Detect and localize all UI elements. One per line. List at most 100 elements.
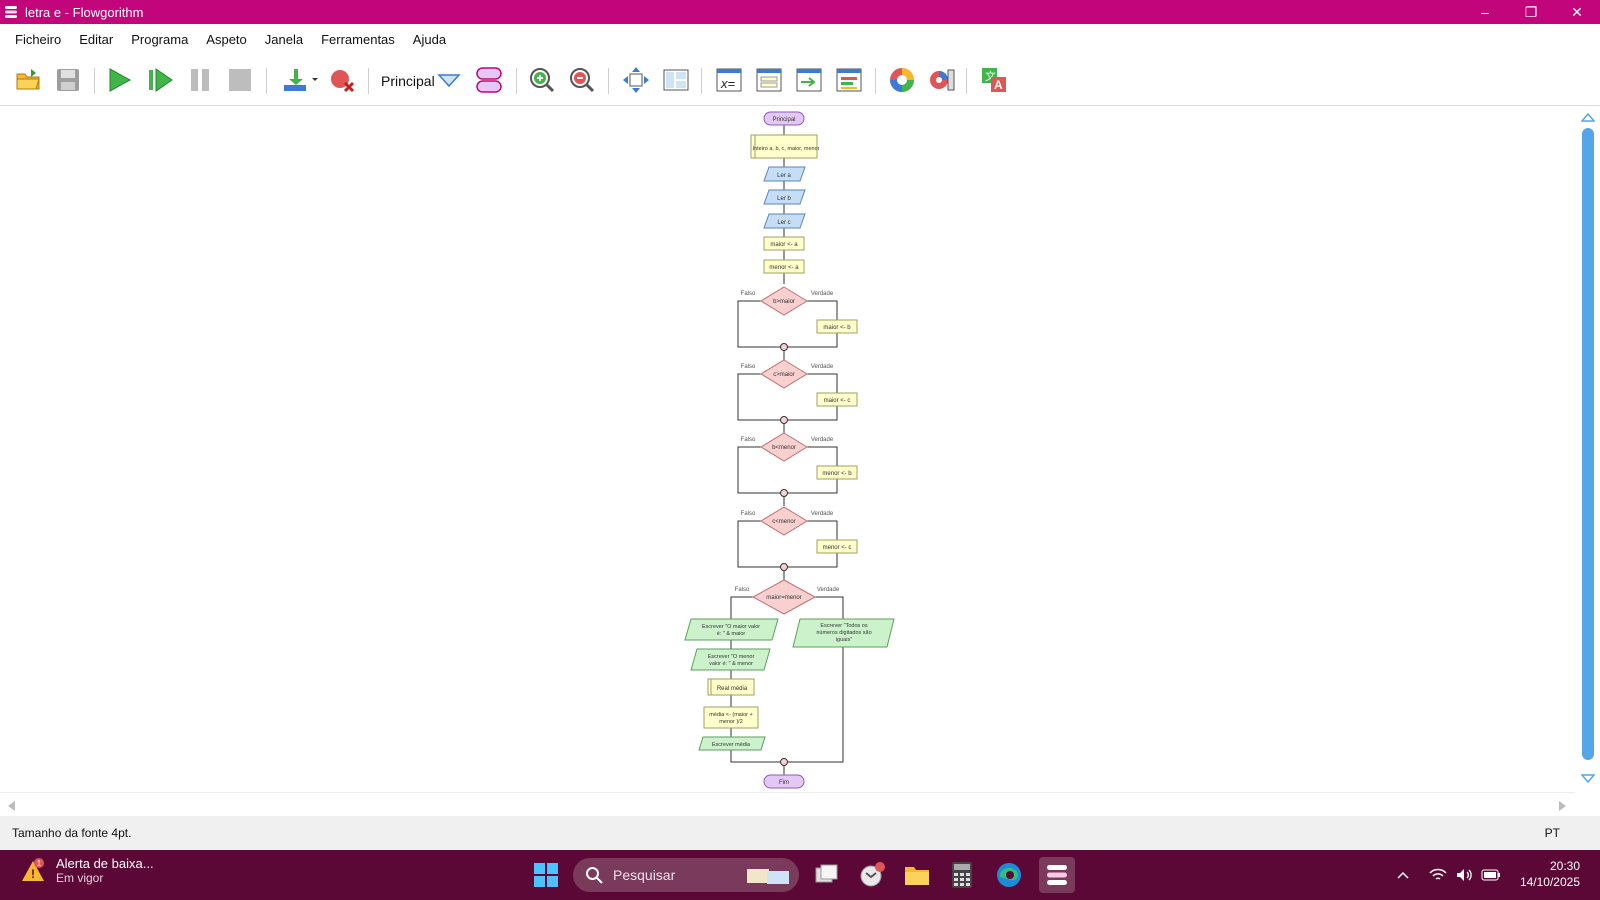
layout-icon[interactable] (660, 64, 692, 96)
menu-ferramentas[interactable]: Ferramentas (321, 31, 395, 47)
flowchart-canvas[interactable]: Principal Inteiro a, b, c, maior, menor … (0, 106, 1575, 792)
horizontal-scrollbar[interactable] (0, 792, 1575, 816)
clear-breakpoints-icon[interactable] (326, 64, 358, 96)
input-a-label: Ler a (777, 173, 791, 179)
declare-media[interactable]: Real média (707, 678, 755, 696)
windows-start-icon[interactable] (530, 859, 562, 891)
decision-4-true-label: Verdade (811, 511, 834, 517)
decision-1-action: maior <- b (823, 325, 851, 331)
menu-ajuda[interactable]: Ajuda (412, 31, 447, 47)
language-status[interactable]: PT (1544, 826, 1560, 840)
svg-text:x=: x= (720, 76, 736, 91)
output-media[interactable]: Escrever média (698, 736, 766, 751)
input-b-label: Ler b (777, 196, 791, 202)
variables-window-icon[interactable]: x= (713, 64, 745, 96)
alert-badge: 1 (37, 859, 42, 868)
wifi-icon[interactable] (1429, 867, 1447, 883)
svg-text:文: 文 (985, 69, 996, 83)
decision-2[interactable]: c>maior Falso Verdade maior <- c (741, 359, 858, 407)
assign-maior-a[interactable]: maior <- a (763, 236, 805, 251)
assign-media[interactable]: média <- (maior + menor )/2 (703, 706, 759, 729)
assign-menor-a[interactable]: menor <- a (763, 259, 805, 274)
search-placeholder: Pesquisar (613, 867, 676, 883)
scroll-right-icon[interactable] (1558, 800, 1568, 812)
minimize-button[interactable]: – (1481, 4, 1489, 20)
start-label: Principal (772, 117, 795, 123)
decision-1[interactable]: b>maior Falso Verdade maior <- b (741, 286, 858, 334)
zoom-in-icon[interactable] (526, 64, 558, 96)
output-iguais-line2: números digitados são (816, 630, 871, 636)
svg-text:!: ! (31, 867, 35, 881)
function-selector[interactable]: Principal (381, 73, 435, 89)
output-maior-line1: Escrever "O maior valor (702, 624, 760, 630)
save-icon[interactable] (52, 64, 84, 96)
pause-icon[interactable] (184, 64, 216, 96)
scroll-down-icon[interactable] (1581, 774, 1595, 784)
declare-block[interactable]: Inteiro a, b, c, maior, menor (750, 134, 820, 159)
final-decision-condition: maior=menor (766, 595, 802, 601)
menu-ficheiro[interactable]: Ficheiro (15, 31, 62, 47)
output-media-label: Escrever média (712, 742, 751, 748)
taskbar-clock[interactable]: 20:30 14/10/2025 (1520, 858, 1580, 890)
battery-icon[interactable] (1481, 868, 1501, 882)
menu-janela[interactable]: Janela (264, 31, 304, 47)
step-icon[interactable] (144, 64, 176, 96)
scroll-left-icon[interactable] (6, 800, 16, 812)
open-folder-icon[interactable] (12, 64, 44, 96)
run-icon[interactable] (103, 64, 135, 96)
zoom-out-icon[interactable] (566, 64, 598, 96)
style-icon[interactable] (926, 64, 958, 96)
assign-media-line1: média <- (maior + (709, 712, 752, 718)
fit-view-icon[interactable] (620, 64, 652, 96)
vertical-scrollbar[interactable] (1575, 106, 1600, 792)
scroll-corner (1575, 792, 1600, 816)
declare-media-label: Real média (717, 686, 748, 692)
warning-icon: ! 1 (22, 857, 44, 881)
output-maior[interactable]: Escrever "O maior valor é: " & maior (684, 618, 779, 641)
vertical-scroll-thumb[interactable] (1582, 128, 1594, 760)
color-scheme-icon[interactable] (886, 64, 918, 96)
volume-icon[interactable] (1455, 867, 1473, 883)
edge-browser-icon[interactable] (993, 859, 1025, 891)
font-size-status: Tamanho da fonte 4pt. (12, 826, 132, 840)
restore-button[interactable]: ❐ (1524, 3, 1538, 20)
taskbar-search[interactable]: Pesquisar (573, 858, 799, 892)
decision-3-true-label: Verdade (811, 437, 834, 443)
scroll-up-icon[interactable] (1581, 112, 1595, 122)
calculator-icon[interactable] (946, 859, 978, 891)
file-explorer-icon[interactable] (901, 859, 933, 891)
chevron-down-icon[interactable] (433, 64, 465, 96)
final-decision[interactable]: maior=menor Falso Verdade (735, 579, 840, 615)
functions-icon[interactable] (473, 64, 505, 96)
final-decision-false-label: Falso (735, 587, 750, 593)
weather-alert-widget[interactable]: ! 1 Alerta de baixa... Em vigor (20, 856, 154, 885)
close-button[interactable]: ✕ (1571, 3, 1583, 20)
output-iguais[interactable]: Escrever "Todos os números digitados são… (792, 618, 895, 648)
source-code-icon[interactable] (753, 64, 785, 96)
svg-text:A: A (994, 78, 1003, 92)
chart-window-icon[interactable] (833, 64, 865, 96)
task-view-icon[interactable] (810, 859, 842, 891)
menu-aspeto[interactable]: Aspeto (206, 31, 247, 47)
chevron-up-icon[interactable] (1395, 867, 1411, 883)
decision-1-condition: b>maior (773, 299, 795, 305)
end-terminal[interactable]: Fim (763, 774, 805, 789)
stop-icon[interactable] (224, 64, 256, 96)
start-terminal[interactable]: Principal (763, 111, 805, 126)
breakpoint-dropdown-icon[interactable] (278, 64, 322, 96)
alert-subtitle: Em vigor (56, 871, 104, 885)
menu-programa[interactable]: Programa (131, 31, 189, 47)
decision-2-true-label: Verdade (811, 364, 834, 370)
copilot-icon[interactable] (856, 859, 888, 891)
decision-4[interactable]: c<menor Falso Verdade menor <- c (741, 506, 858, 554)
input-a[interactable]: Ler a (763, 166, 806, 182)
input-c[interactable]: Ler c (763, 213, 806, 229)
menu-editar[interactable]: Editar (79, 31, 114, 47)
flowgorithm-taskbar-icon[interactable] (1039, 857, 1075, 893)
decision-3[interactable]: b<menor Falso Verdade menor <- b (741, 432, 858, 480)
output-menor[interactable]: Escrever "O menor valor é: " & menor (690, 648, 771, 671)
console-icon[interactable] (793, 64, 825, 96)
window-title: letra e - Flowgorithm (25, 4, 144, 20)
input-b[interactable]: Ler b (763, 189, 806, 205)
